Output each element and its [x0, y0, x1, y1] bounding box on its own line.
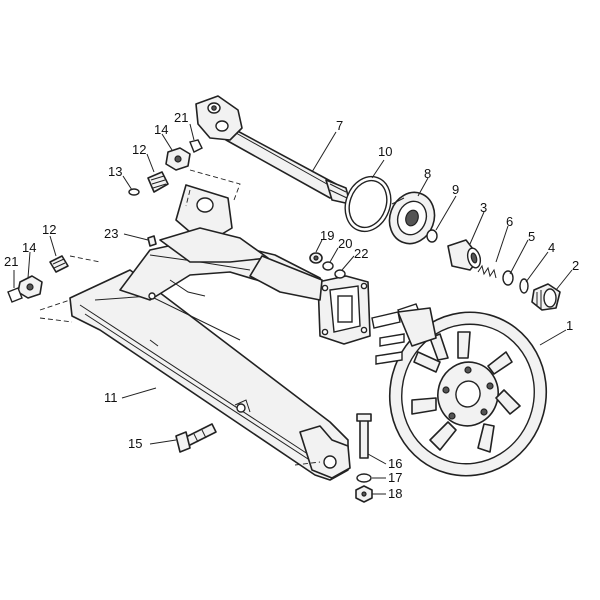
bolt-16	[356, 413, 372, 459]
callout-2: 2	[572, 258, 579, 273]
cap-21-left	[7, 287, 23, 303]
bolt-15	[175, 423, 217, 453]
callout-10: 10	[378, 144, 392, 159]
callout-20: 20	[338, 236, 352, 251]
washer-17	[356, 473, 372, 483]
cap-21-upper	[189, 139, 203, 153]
drive-shaft	[195, 95, 351, 205]
callout-21-upper: 21	[174, 110, 188, 125]
washer-22	[334, 269, 346, 279]
callout-15: 15	[128, 436, 142, 451]
callout-1: 1	[566, 318, 573, 333]
wheel-hub-flange	[371, 303, 548, 477]
washer-5	[502, 270, 514, 286]
nut-14-upper	[165, 147, 191, 171]
callout-12-upper: 12	[132, 142, 146, 157]
assembly-guide-lines	[39, 169, 321, 466]
callout-6: 6	[506, 214, 513, 229]
callout-3: 3	[480, 200, 487, 215]
callout-13: 13	[108, 164, 122, 179]
seal-boot	[388, 191, 436, 245]
callout-4: 4	[548, 240, 555, 255]
callout-7: 7	[336, 118, 343, 133]
callout-11: 11	[104, 390, 118, 405]
nut-19	[309, 252, 323, 264]
nut-14-left	[17, 275, 43, 299]
callout-18: 18	[388, 486, 402, 501]
spring	[477, 264, 497, 279]
grease-nipple	[147, 235, 157, 247]
callout-12-left: 12	[42, 222, 56, 237]
callout-17: 17	[388, 470, 402, 485]
callout-9: 9	[452, 182, 459, 197]
swing-arm	[69, 184, 371, 481]
callout-21-left: 21	[4, 254, 18, 269]
callout-numbers: 1 2 3 4 5 6 7 8 9 10 11 12 12 13 14 14 1…	[4, 110, 579, 501]
washer-20	[322, 261, 334, 271]
callout-5: 5	[528, 229, 535, 244]
callout-22: 22	[354, 246, 368, 261]
leader-lines	[13, 123, 573, 495]
ring-4	[519, 278, 529, 294]
callout-19: 19	[320, 228, 334, 243]
callout-23: 23	[104, 226, 118, 241]
pinion-gear	[531, 283, 561, 311]
pivot-pin-upper	[147, 171, 169, 193]
small-ring	[426, 229, 438, 243]
callout-16: 16	[388, 456, 402, 471]
washer-13-upper	[128, 188, 140, 196]
circlip-ring	[344, 175, 392, 233]
callout-8: 8	[424, 166, 431, 181]
pivot-pin-left	[49, 255, 69, 273]
callout-14-left: 14	[22, 240, 36, 255]
nut-18	[355, 485, 373, 503]
callout-14-upper: 14	[154, 122, 168, 137]
bushing	[447, 239, 482, 271]
